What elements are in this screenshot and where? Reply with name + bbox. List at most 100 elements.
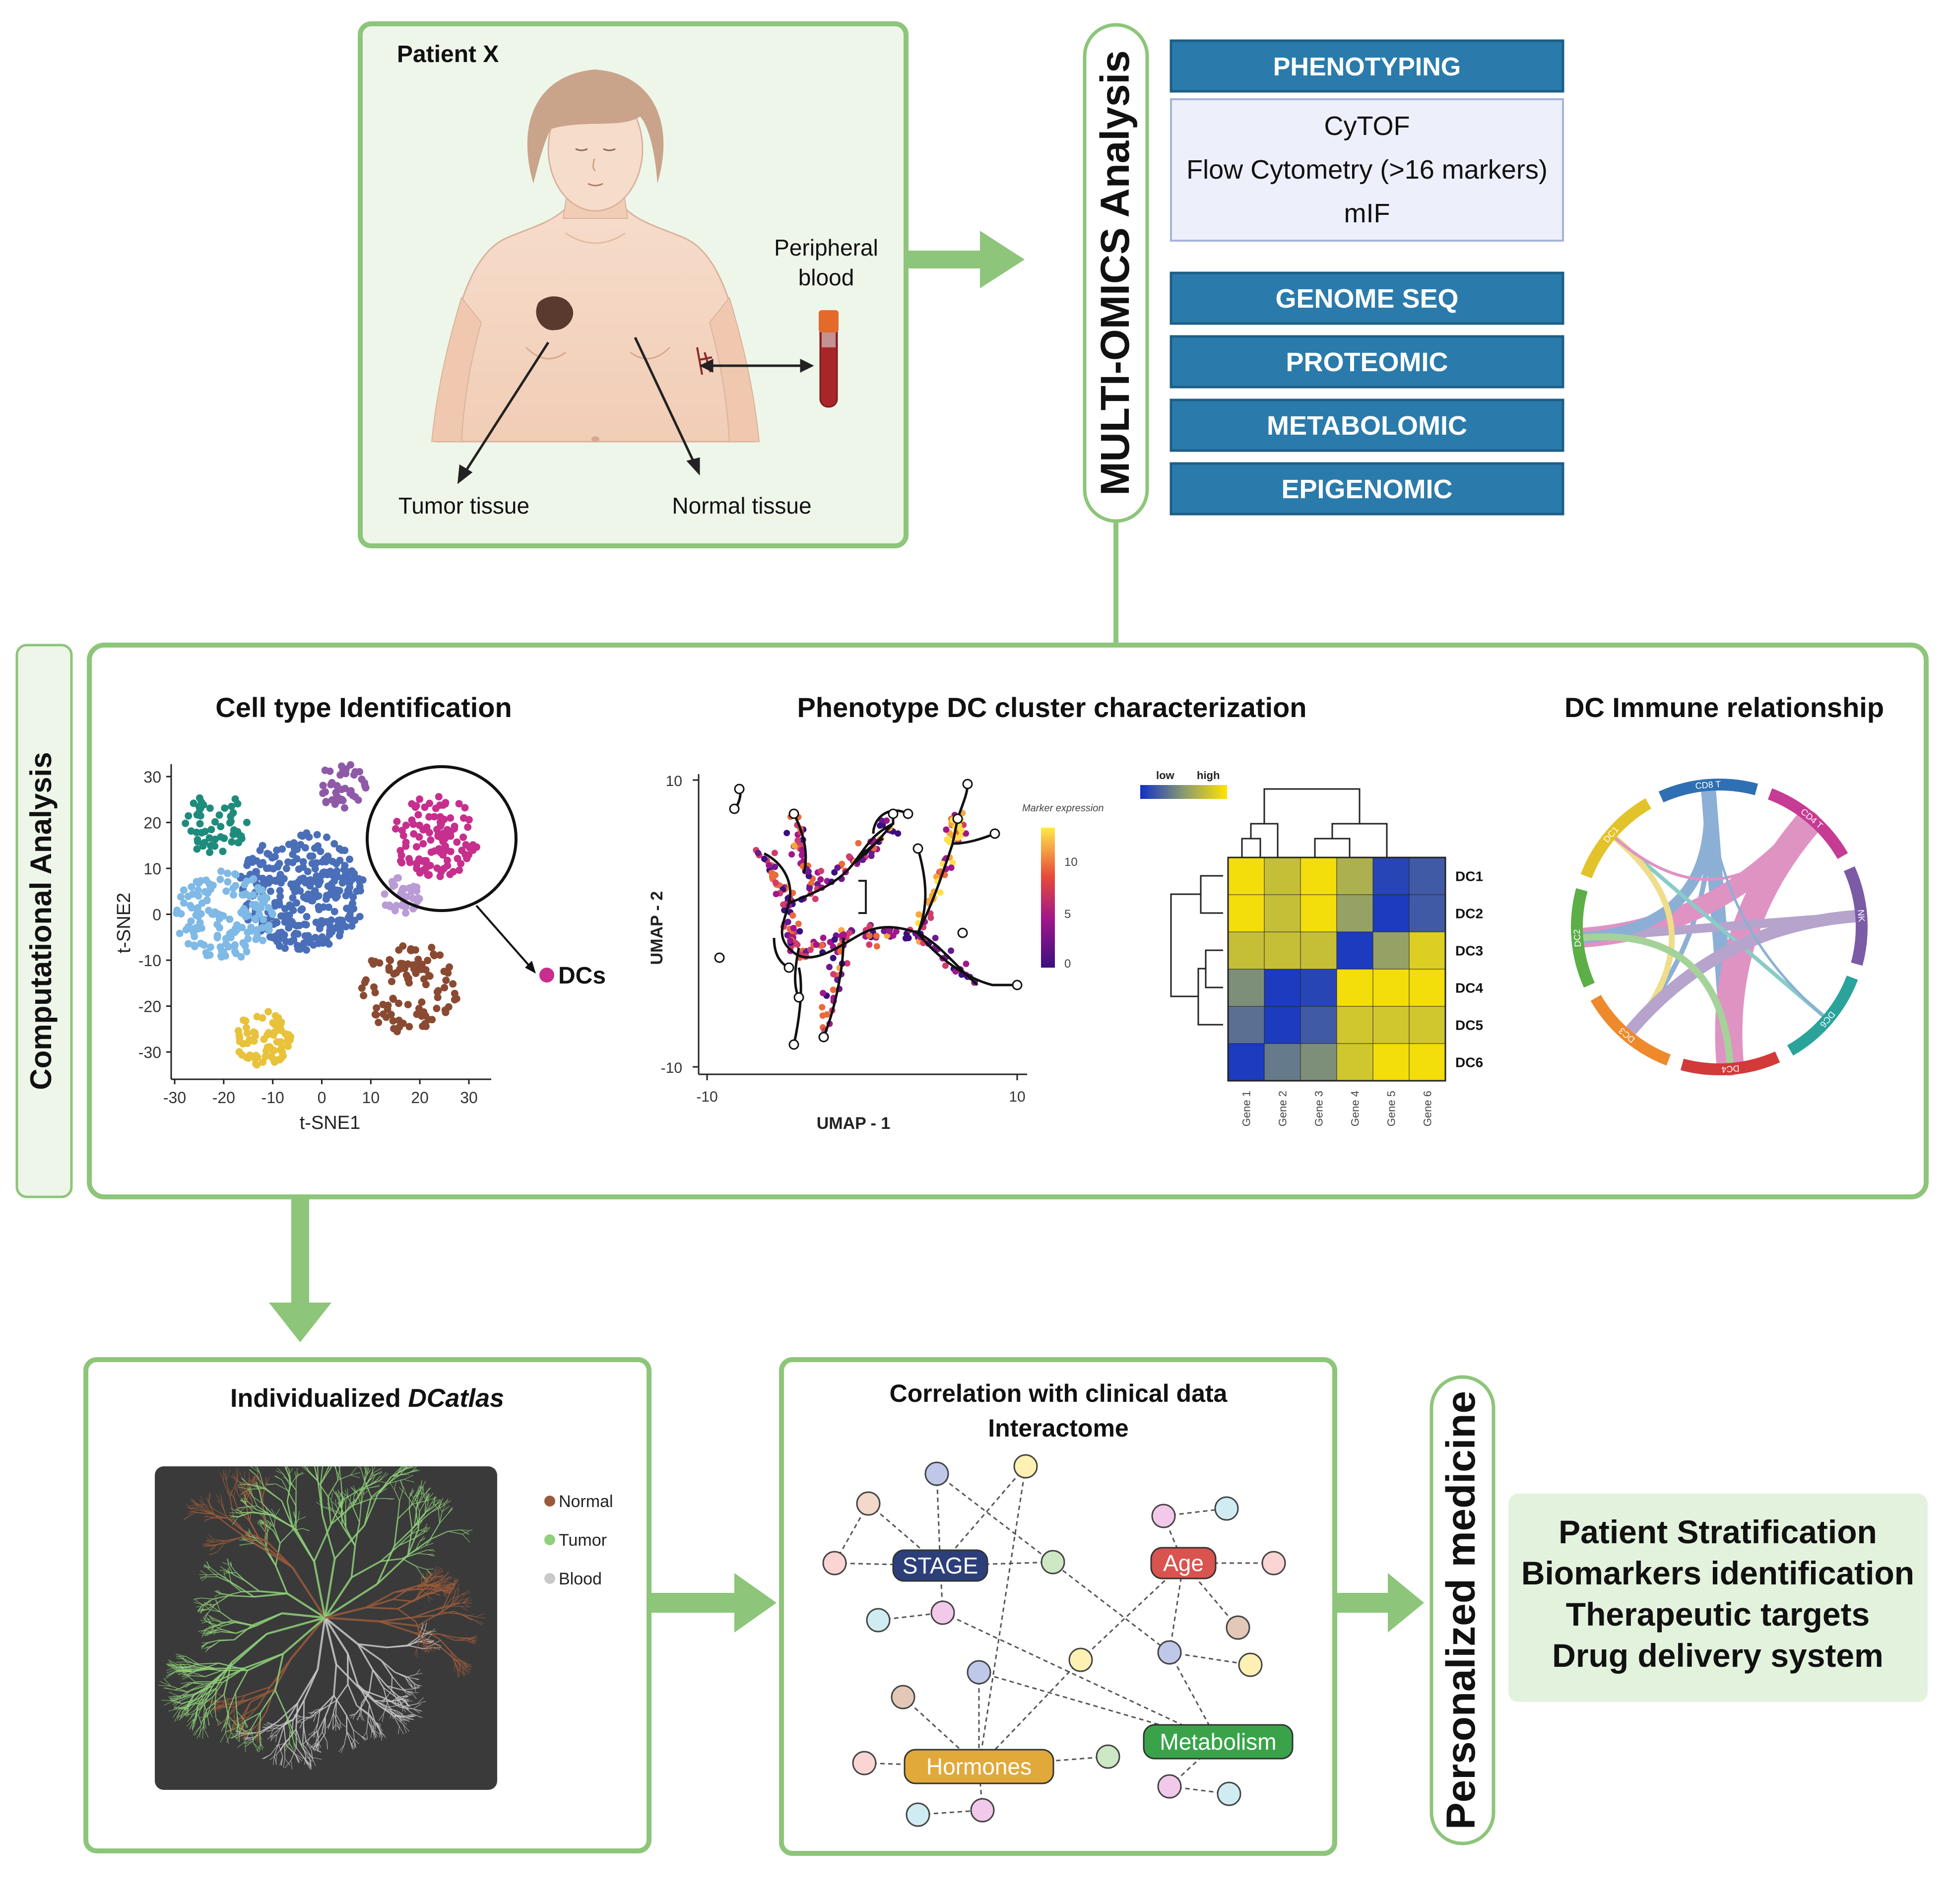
tsne-point xyxy=(244,935,252,943)
atlas-branch xyxy=(266,1722,273,1725)
atlas-branch xyxy=(179,1655,187,1662)
atlas-branch xyxy=(425,1631,431,1634)
tsne-point xyxy=(188,904,195,912)
atlas-branch xyxy=(207,1716,210,1726)
tsne-point xyxy=(406,946,414,954)
atlas-branch xyxy=(161,1700,174,1701)
atlas-branch xyxy=(398,1726,400,1734)
atlas-branch xyxy=(226,1480,231,1497)
atlas-branch xyxy=(275,1543,281,1566)
atlas-branch xyxy=(379,1472,387,1481)
atlas-branch xyxy=(236,1468,239,1481)
tsne-point xyxy=(382,901,390,909)
atlas-branch xyxy=(232,1517,238,1525)
genome-label: GENOME SEQ xyxy=(1275,284,1458,314)
tsne-point xyxy=(173,907,181,914)
atlas-branch xyxy=(222,1506,228,1518)
tsne-point xyxy=(393,818,401,825)
atlas-branch xyxy=(226,1469,230,1481)
atlas-branch xyxy=(228,1692,236,1710)
atlas-branch xyxy=(325,1493,331,1501)
atlas-branch xyxy=(266,1616,325,1635)
atlas-branch xyxy=(369,1713,375,1723)
atlas-branch xyxy=(416,1566,427,1570)
tsne-point xyxy=(242,908,250,916)
dcatlas-image xyxy=(155,1466,497,1790)
tsne-point xyxy=(355,875,363,883)
atlas-branch xyxy=(245,1543,254,1545)
atlas-branch xyxy=(436,1568,442,1574)
atlas-branch xyxy=(345,1504,352,1513)
atlas-branch xyxy=(250,1487,253,1495)
heatmap-cell xyxy=(1409,931,1446,970)
atlas-branch xyxy=(372,1466,377,1474)
atlas-branch xyxy=(417,1697,424,1705)
tsne-point xyxy=(309,897,317,905)
atlas-branch xyxy=(252,1731,263,1740)
atlas-branch xyxy=(391,1676,400,1686)
atlas-branch xyxy=(398,1487,407,1496)
atlas-branch xyxy=(215,1717,222,1724)
atlas-branch xyxy=(275,1509,280,1516)
atlas-branch xyxy=(449,1600,460,1607)
tsne-point xyxy=(445,1003,453,1011)
atlas-branch xyxy=(281,1501,294,1528)
atlas-branch xyxy=(302,1528,310,1531)
atlas-branch xyxy=(341,1525,356,1546)
tsne-point xyxy=(273,1026,281,1034)
atlas-branch xyxy=(170,1698,180,1700)
heatmap-cell xyxy=(1300,1043,1337,1081)
atlas-branch xyxy=(448,1531,463,1535)
personalized-section: Personalized medicine Patient Stratifica… xyxy=(1430,1375,1928,1845)
atlas-branch xyxy=(432,1588,443,1591)
atlas-branch xyxy=(197,1684,209,1702)
heatmap-row-label: DC4 xyxy=(1455,981,1483,996)
colorbar-tick-10: 10 xyxy=(1064,855,1078,869)
atlas-branch xyxy=(244,1497,247,1505)
tsne-point xyxy=(451,996,458,1004)
atlas-branch xyxy=(203,1632,211,1635)
atlas-branch xyxy=(220,1593,230,1595)
atlas-branch xyxy=(352,1488,363,1506)
atlas-branch xyxy=(197,1699,204,1711)
atlas-branch xyxy=(330,1713,334,1723)
atlas-branch xyxy=(212,1595,229,1600)
atlas-branch xyxy=(254,1592,287,1598)
tsne-point xyxy=(398,827,406,834)
atlas-branch xyxy=(397,1504,413,1519)
atlas-branch xyxy=(311,1751,313,1760)
tsne-point xyxy=(422,1022,430,1030)
atlas-branch xyxy=(295,1729,297,1748)
tsne-point xyxy=(263,850,271,857)
atlas-branch xyxy=(332,1501,337,1507)
atlas-branch xyxy=(425,1646,430,1653)
tsne-point xyxy=(303,913,311,920)
umap-point xyxy=(932,934,939,941)
atlas-branch xyxy=(253,1483,260,1491)
tsne-point xyxy=(252,916,260,924)
atlas-branch xyxy=(358,1487,362,1495)
atlas-branch xyxy=(283,1474,289,1481)
tsne-point xyxy=(219,912,227,920)
tsne-point xyxy=(346,855,353,863)
tsne-point xyxy=(222,887,230,895)
atlas-branch xyxy=(269,1658,292,1688)
atlas-branch xyxy=(314,1749,322,1753)
atlas-branch xyxy=(290,1474,291,1482)
atlas-branch xyxy=(204,1670,222,1677)
atlas-branch xyxy=(370,1498,384,1500)
outcome-patient-stratification: Patient Stratification xyxy=(1559,1513,1877,1550)
atlas-branch xyxy=(394,1466,406,1477)
tsne-point xyxy=(206,943,214,951)
atlas-branch xyxy=(442,1506,450,1512)
atlas-branch xyxy=(231,1732,240,1742)
atlas-branch xyxy=(194,1685,213,1696)
atlas-branch xyxy=(317,1617,326,1670)
atlas-branch xyxy=(346,1715,354,1730)
atlas-branch xyxy=(424,1487,430,1496)
atlas-branch xyxy=(199,1499,203,1508)
tsne-point xyxy=(228,802,236,810)
outcome-drug-delivery: Drug delivery system xyxy=(1552,1637,1884,1674)
atlas-branch xyxy=(309,1709,321,1718)
outcome-biomarkers: Biomarkers identification xyxy=(1521,1555,1914,1591)
